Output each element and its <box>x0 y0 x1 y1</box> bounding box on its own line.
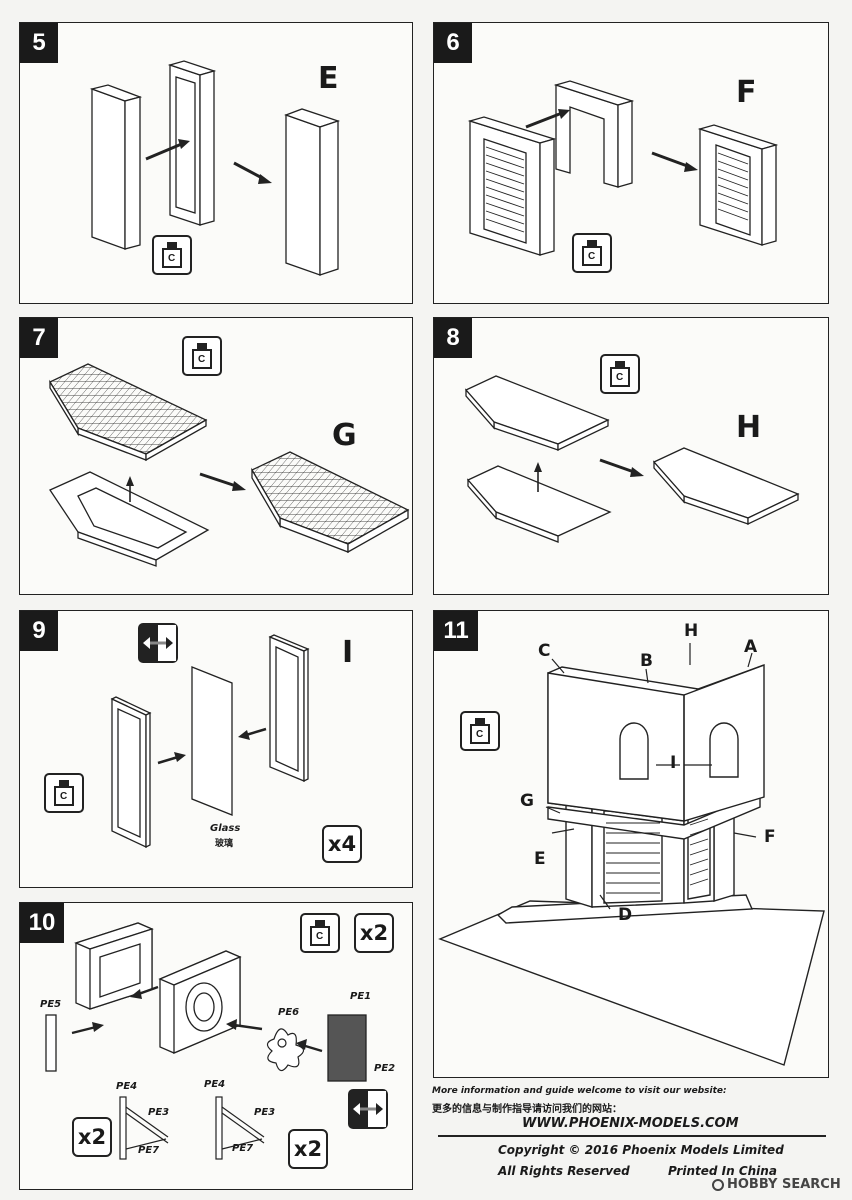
pe4-label: PE4 <box>116 1081 138 1092</box>
printed-text: Printed In China <box>668 1164 777 1178</box>
part-label-f: F <box>764 827 776 847</box>
step-8-illustration <box>464 375 800 543</box>
step-10-panel: 10 C x2 x2 x2 <box>19 902 413 1190</box>
part-label-e: E <box>534 849 546 869</box>
step-number: 8 <box>434 318 472 358</box>
part-label-a: A <box>744 637 758 657</box>
step-number: 5 <box>20 23 58 63</box>
quantity-badge: x4 <box>322 825 362 863</box>
pe5-label: PE5 <box>40 999 62 1010</box>
rights-text: All Rights Reserved <box>498 1164 630 1178</box>
part-letter: E <box>318 61 339 96</box>
step-number: 6 <box>434 23 472 63</box>
step-7-panel: 7 G C <box>19 317 413 595</box>
part-label-g: G <box>520 791 534 811</box>
part-label-d: D <box>618 905 633 925</box>
info-text: More information and guide welcome to vi… <box>432 1086 727 1096</box>
glue-bottle-icon: C <box>572 233 612 273</box>
step-number: 7 <box>20 318 58 358</box>
glue-bottle-icon: C <box>44 773 84 813</box>
glue-bottle-icon: C <box>600 354 640 394</box>
part-letter: H <box>736 410 762 445</box>
part-label-h: H <box>684 621 699 641</box>
part-letter: G <box>332 418 357 453</box>
glass-label: Glass <box>210 823 241 834</box>
pe3-label: PE3 <box>148 1107 170 1118</box>
info-text-cn: 更多的信息与制作指导请访问我们的网站： <box>432 1104 622 1115</box>
step-7-illustration <box>49 363 410 567</box>
step-10-illustration <box>45 922 367 1160</box>
step-number: 11 <box>434 611 478 651</box>
glue-letter: C <box>588 251 596 262</box>
glue-letter: C <box>198 354 206 365</box>
step-6-panel: 6 F C <box>433 22 829 304</box>
flip-arrows-icon <box>138 623 178 663</box>
quantity-badge-right: x2 <box>288 1129 328 1169</box>
watermark-text: HOBBY SEARCH <box>727 1177 841 1192</box>
glue-letter: C <box>168 253 176 264</box>
glue-bottle-icon: C <box>300 913 340 953</box>
quantity-badge-left: x2 <box>72 1117 112 1157</box>
step-number: 10 <box>20 903 64 943</box>
glue-bottle-icon: C <box>460 711 500 751</box>
step-5-panel: 5 E C <box>19 22 413 304</box>
pe3-label: PE3 <box>254 1107 276 1118</box>
website-link[interactable]: WWW.PHOENIX-MODELS.COM <box>522 1116 739 1131</box>
glue-letter: C <box>476 729 484 740</box>
footer-divider <box>438 1135 826 1137</box>
step-11-illustration <box>438 643 825 1066</box>
part-letter: F <box>736 75 757 110</box>
pe1-label: PE1 <box>350 991 372 1002</box>
copyright-text: Copyright © 2016 Phoenix Models Limited <box>498 1143 784 1157</box>
step-9-panel: 9 I C Glass 玻璃 x4 <box>19 610 413 888</box>
step-6-illustration <box>467 80 779 256</box>
part-label-b: B <box>640 651 653 671</box>
step-11-panel: 11 C C B H A <box>433 610 829 1078</box>
step-5-illustration <box>89 60 341 276</box>
quantity-badge-top: x2 <box>354 913 394 953</box>
step-number: 9 <box>20 611 58 651</box>
glue-letter: C <box>616 372 624 383</box>
pe4-label: PE4 <box>204 1079 226 1090</box>
part-label-i: I <box>670 753 677 773</box>
glass-label-cn: 玻璃 <box>215 839 234 849</box>
pe6-label: PE6 <box>278 1007 300 1018</box>
part-letter: I <box>342 635 354 670</box>
glue-letter: C <box>60 791 68 802</box>
pe7-label: PE7 <box>232 1143 254 1154</box>
watermark-logo-icon <box>712 1178 724 1191</box>
pe2-label: PE2 <box>374 1063 396 1074</box>
step-9-illustration <box>110 634 310 849</box>
step-8-panel: 8 H C <box>433 317 829 595</box>
watermark: HOBBY SEARCH <box>712 1177 841 1192</box>
flip-arrows-icon <box>348 1089 388 1129</box>
part-label-c: C <box>538 641 551 661</box>
pe7-label: PE7 <box>138 1145 160 1156</box>
glue-bottle-icon: C <box>182 336 222 376</box>
glue-letter: C <box>316 931 324 942</box>
glue-bottle-icon: C <box>152 235 192 275</box>
